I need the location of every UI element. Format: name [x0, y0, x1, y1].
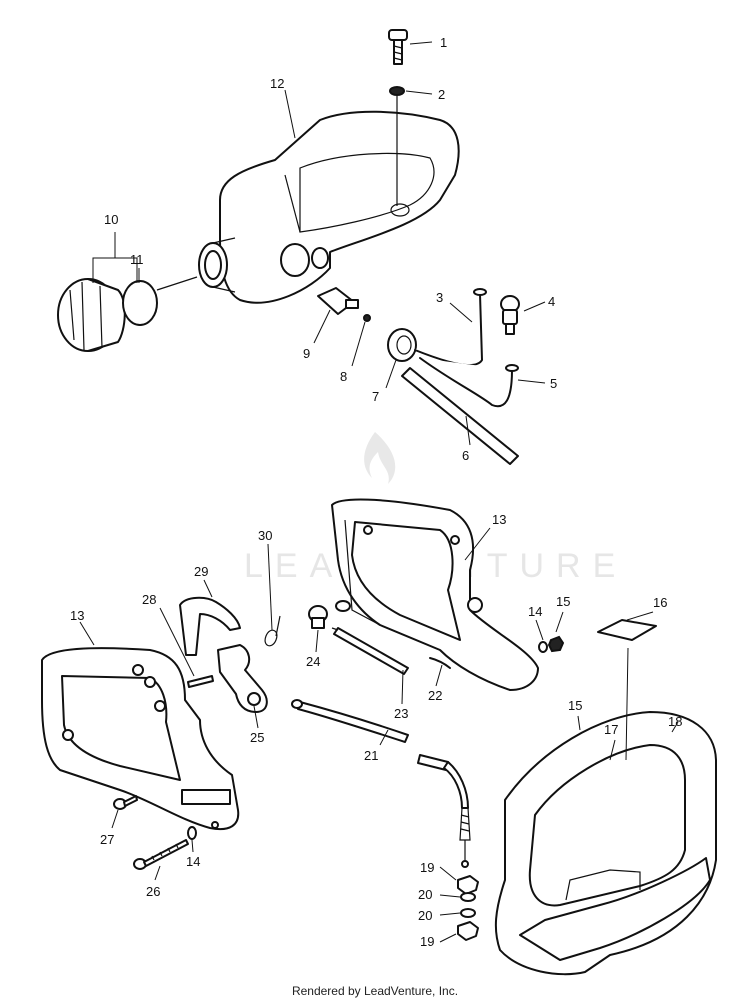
jam-nut-upper: [457, 875, 479, 895]
throttle-pin: [187, 675, 214, 688]
callout-25: 25: [250, 730, 264, 745]
callout-11: 11: [130, 252, 144, 267]
fuel-line-5: [419, 357, 513, 408]
decal: [597, 619, 657, 641]
throttle-cable: [333, 627, 409, 675]
housing-right: [331, 498, 539, 691]
throttle-trigger: [217, 644, 268, 713]
callout-2: 2: [438, 87, 445, 102]
callout-26: 26: [146, 884, 160, 899]
flame-logo-icon: [364, 432, 396, 484]
callout-3: 3: [436, 290, 443, 305]
ignition-switch: [308, 605, 328, 629]
callout-10: 10: [104, 212, 118, 227]
callout-24: 24: [306, 654, 320, 669]
fuel-cap-gasket: [122, 280, 158, 326]
callout-23: 23: [394, 706, 408, 721]
callout-22: 22: [428, 688, 442, 703]
callout-8: 8: [340, 369, 347, 384]
throttle-cable-lower: [417, 754, 471, 868]
callout-21: 21: [364, 748, 378, 763]
callout-1: 1: [440, 35, 447, 50]
callout-7: 7: [372, 389, 379, 404]
callout-6: 6: [462, 448, 469, 463]
ground-wire: [429, 657, 451, 669]
housing-left: [41, 647, 240, 830]
callout-14-right: 14: [528, 604, 542, 619]
throttle-spring: [264, 615, 281, 647]
callout-19-lower: 19: [420, 934, 434, 949]
callout-28: 28: [142, 592, 156, 607]
fuel-tank: [198, 110, 460, 304]
fuel-line-6: [401, 367, 519, 465]
washer-right: [538, 641, 548, 653]
tank-washer: [389, 86, 405, 96]
fuel-filter-clip: [363, 314, 371, 322]
fuel-grommet: [387, 328, 417, 362]
callout-14-left: 14: [186, 854, 200, 869]
callout-30: 30: [258, 528, 272, 543]
tank-bolt: [388, 29, 408, 65]
callout-29: 29: [194, 564, 208, 579]
callout-15-upper: 15: [556, 594, 570, 609]
callout-5: 5: [550, 376, 557, 391]
housing-screw-short: [113, 795, 138, 810]
callout-20-lower: 20: [418, 908, 432, 923]
fuel-cap: [57, 278, 126, 352]
jam-nut-lower: [457, 921, 479, 941]
housing-screw-long: [133, 839, 189, 870]
callout-17: 17: [604, 722, 618, 737]
callout-27: 27: [100, 832, 114, 847]
callout-15-lower: 15: [568, 698, 582, 713]
callout-4: 4: [548, 294, 555, 309]
choke-cable: [297, 701, 409, 743]
throttle-cable-eye: [335, 600, 351, 612]
leader-lines: [79, 41, 679, 943]
nut-right-upper: [547, 635, 565, 653]
lock-washer-lower: [460, 908, 476, 918]
fuel-line-3: [414, 293, 483, 366]
callout-18: 18: [668, 714, 682, 729]
housing-washer-left: [187, 826, 197, 840]
primer-bulb: [500, 295, 520, 335]
fuel-pickup: [317, 287, 359, 315]
front-handle: [494, 711, 717, 976]
throttle-lockout: [179, 596, 241, 656]
callout-13-right: 13: [492, 512, 506, 527]
callout-19-upper: 19: [420, 860, 434, 875]
callout-16: 16: [653, 595, 667, 610]
callouts: 1 2 3 4 5 6 7 8 9 10 11 12 13 13 14 14 1…: [70, 35, 682, 949]
callout-12: 12: [270, 76, 284, 91]
callout-20-upper: 20: [418, 887, 432, 902]
callout-13-left: 13: [70, 608, 84, 623]
render-credit: Rendered by LeadVenture, Inc.: [291, 984, 459, 998]
lock-washer-upper: [460, 892, 476, 902]
callout-9: 9: [303, 346, 310, 361]
